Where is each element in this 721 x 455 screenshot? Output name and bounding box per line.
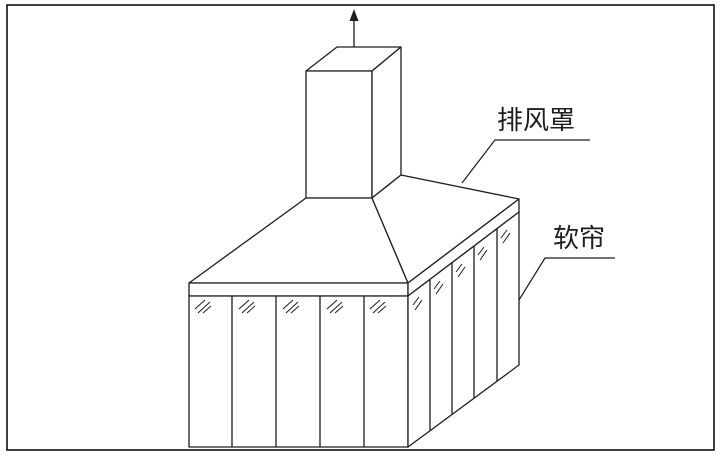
frame-border [6, 4, 715, 451]
curtain-front-face [188, 295, 409, 448]
curtain-leader-line [518, 257, 615, 301]
curtain-label: 软帘 [553, 224, 606, 254]
exhaust-duct [305, 46, 402, 199]
hood-label: 排风罩 [497, 106, 576, 136]
hood-leader-line [461, 139, 590, 184]
curtain-side-face [407, 211, 520, 448]
glass-marks [194, 229, 511, 314]
